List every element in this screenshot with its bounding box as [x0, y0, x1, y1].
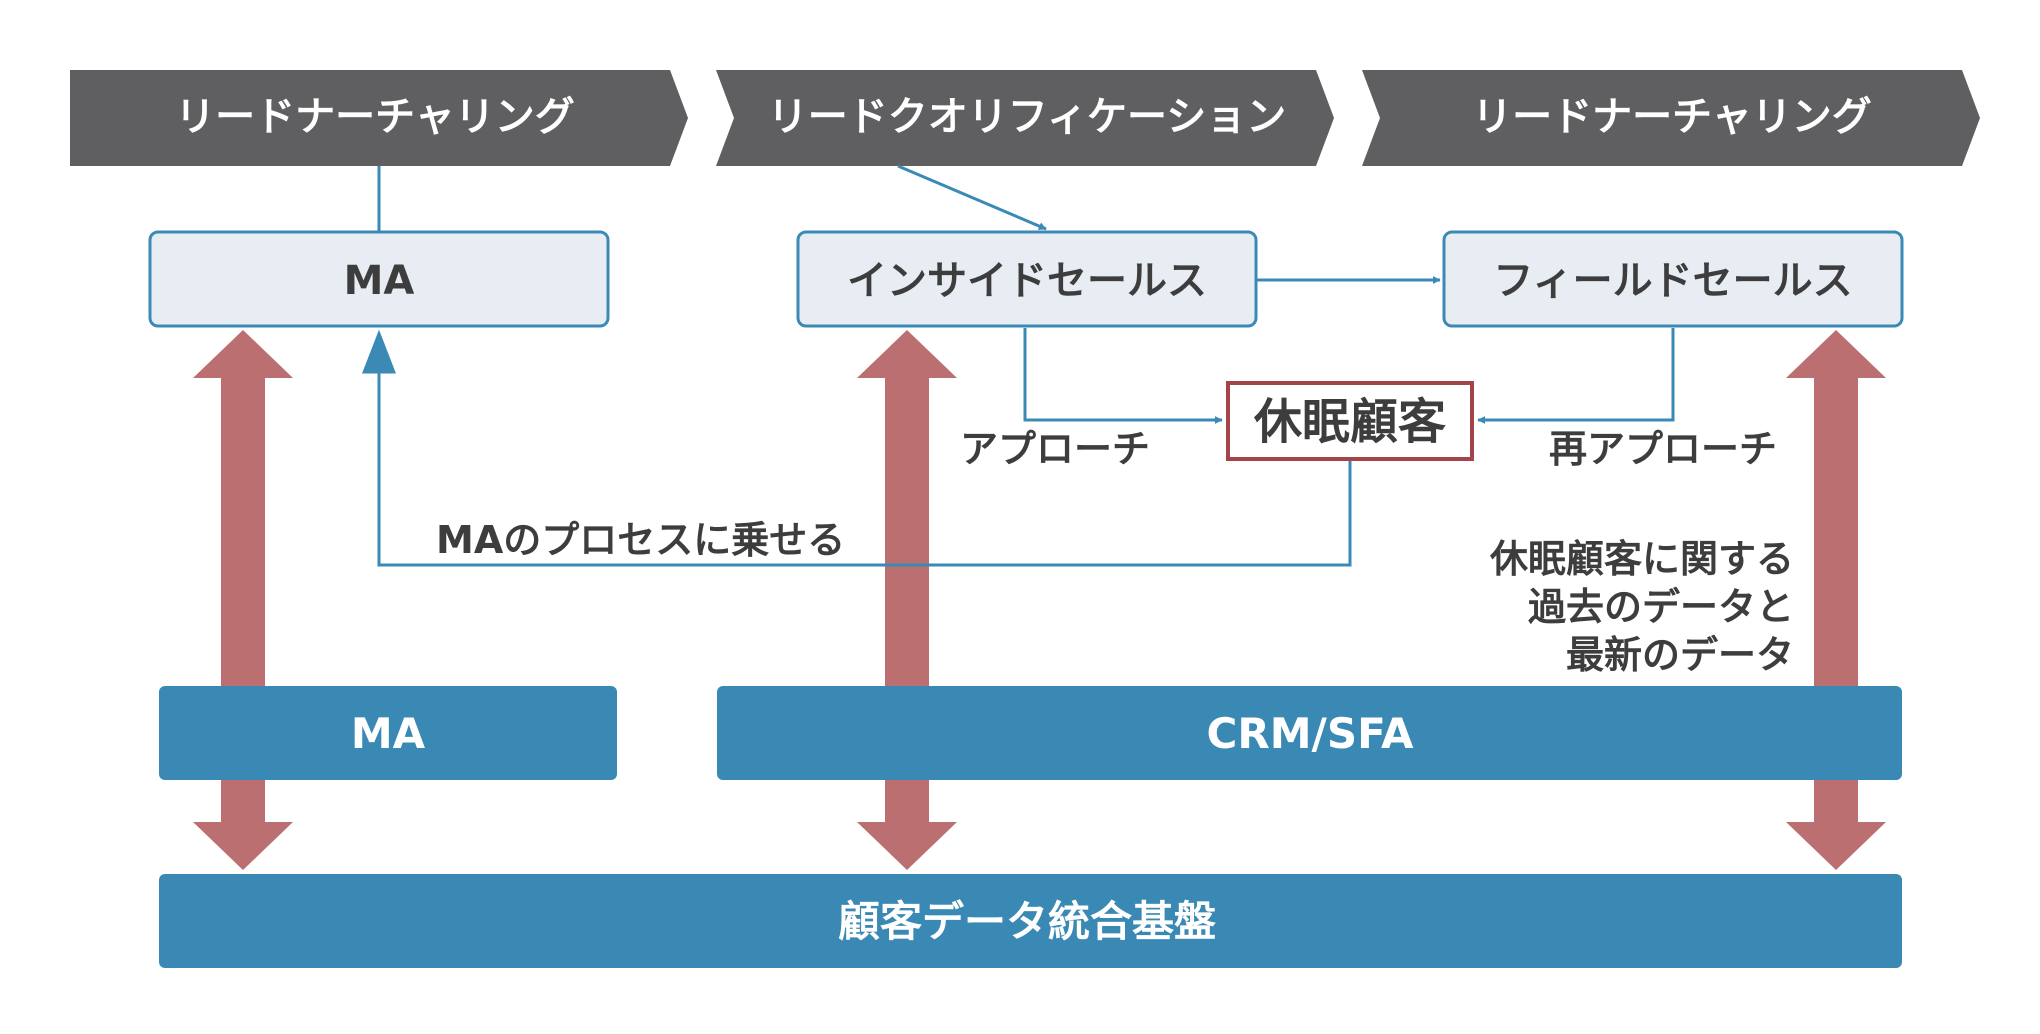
stage-label-3: リードナーチャリング — [1472, 94, 1872, 140]
process-box-ma-label: MA — [344, 258, 415, 304]
to-ma-process-label: MAのプロセスに乗せる — [436, 518, 845, 562]
system-bar-ma: MA — [159, 686, 617, 780]
data-arrow-field-sales — [1786, 330, 1886, 870]
approach-arrow — [1023, 328, 1223, 424]
stage2-to-inside-sales-arrow — [897, 164, 1047, 231]
customer-data-platform-bar: 顧客データ統合基盤 — [159, 874, 1902, 968]
process-box-ma: MA — [148, 230, 610, 328]
data-note-line-2: 過去のデータと — [1528, 585, 1794, 629]
data-note-line-1: 休眠顧客に関する — [1489, 537, 1794, 581]
data-arrow-ma — [193, 330, 293, 870]
data-note-line-3: 最新のデータ — [1566, 633, 1794, 677]
to-ma-process-line — [362, 329, 1352, 567]
process-box-field-sales-label: フィールドセールス — [1493, 258, 1852, 304]
system-bar-ma-label: MA — [351, 709, 426, 758]
reapproach-arrow — [1477, 328, 1675, 424]
stage-bar-1: リードナーチャリング — [70, 70, 688, 166]
stage-bar-2: リードクオリフィケーション — [716, 70, 1334, 166]
stage-bar-3: リードナーチャリング — [1362, 70, 1980, 166]
stage-label-2: リードクオリフィケーション — [768, 94, 1286, 140]
dormant-customer-label: 休眠顧客 — [1253, 394, 1446, 450]
stage-label-1: リードナーチャリング — [175, 94, 575, 140]
process-box-inside-sales-label: インサイドセールス — [847, 258, 1207, 304]
data-arrow-inside-sales — [857, 330, 957, 870]
system-bar-crm-sfa: CRM/SFA — [717, 686, 1902, 780]
reapproach-label: 再アプローチ — [1549, 427, 1777, 471]
customer-data-platform-label: 顧客データ統合基盤 — [838, 897, 1216, 946]
dormant-customer-box: 休眠顧客 — [1226, 381, 1474, 461]
approach-label: アプローチ — [960, 427, 1150, 471]
process-box-field-sales: フィールドセールス — [1442, 230, 1904, 328]
process-box-inside-sales: インサイドセールス — [796, 230, 1258, 328]
system-bar-crm-sfa-label: CRM/SFA — [1207, 709, 1414, 758]
